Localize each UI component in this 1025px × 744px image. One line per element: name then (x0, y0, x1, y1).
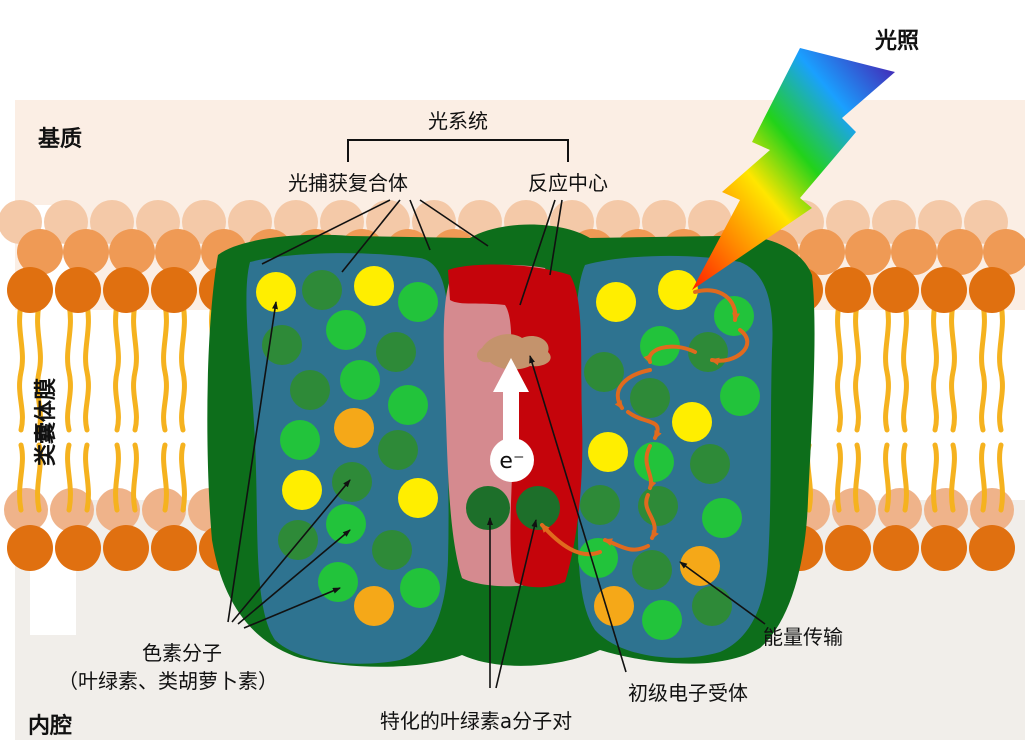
pigment-molecule (326, 310, 366, 350)
lipid-tail (856, 305, 859, 430)
lipid-head (7, 267, 53, 313)
lipid-head (921, 525, 967, 571)
lipid-tail (182, 445, 185, 510)
pigment-molecule (580, 485, 620, 525)
pigment-molecule (632, 550, 672, 590)
stroma-label: 基质 (38, 127, 82, 152)
pigment-molecule (588, 432, 628, 472)
lipid-tail (68, 445, 71, 510)
lipid-head (151, 267, 197, 313)
lipid-head (825, 525, 871, 571)
lipid-head (103, 525, 149, 571)
pigment-molecule (702, 498, 742, 538)
thylakoid-membrane-label: 类囊体膜 (33, 378, 59, 466)
primary-electron-acceptor-label: 初级电子受体 (628, 681, 748, 705)
pigment-molecule (672, 402, 712, 442)
lipid-tail (904, 305, 907, 430)
pigment-molecule (398, 282, 438, 322)
light-harvesting-complex-label: 光捕获复合体 (288, 171, 408, 195)
pigment-molecule (318, 562, 358, 602)
lipid-tail (134, 445, 137, 510)
pigment-molecule (326, 504, 366, 544)
pigment-molecules-label: 色素分子 (142, 641, 222, 665)
lipid-tail (1000, 445, 1003, 510)
pigment-molecule (372, 530, 412, 570)
pigment-molecule (332, 462, 372, 502)
lipid-tail (116, 445, 119, 510)
pigment-molecule (302, 270, 342, 310)
pigment-molecule (376, 332, 416, 372)
lipid-tail (886, 445, 889, 510)
lipid-tail (982, 305, 985, 430)
pigment-molecule (354, 266, 394, 306)
pigment-molecule (282, 470, 322, 510)
pigment-molecule (634, 442, 674, 482)
pigment-examples-label: （叶绿素、类胡萝卜素） (58, 669, 278, 693)
pigment-molecule (354, 586, 394, 626)
lumen-label: 内腔 (28, 713, 72, 739)
lipid-tail (68, 305, 71, 430)
energy-transfer-label: 能量传输 (763, 625, 843, 649)
pigment-molecule (290, 370, 330, 410)
lipid-tail (164, 445, 167, 510)
pigment-molecule (378, 430, 418, 470)
pigment-molecule (690, 444, 730, 484)
electron-label: e⁻ (499, 449, 524, 474)
special-pair-chlorophyll-right (516, 486, 560, 530)
lipid-head-mid (63, 229, 109, 275)
pigment-molecule (630, 378, 670, 418)
lipid-tail (86, 445, 89, 510)
lipid-head (873, 267, 919, 313)
lipid-tail (934, 305, 937, 430)
light-label: 光照 (874, 29, 919, 54)
pigment-molecule (340, 360, 380, 400)
lipid-tail (134, 305, 137, 430)
lipid-tail (20, 445, 23, 510)
lipid-head (969, 525, 1015, 571)
lipid-tail (856, 445, 859, 510)
lipid-head (873, 525, 919, 571)
lipid-tail (904, 445, 907, 510)
pigment-molecule (594, 586, 634, 626)
pigment-molecule (400, 568, 440, 608)
lipid-tail (116, 305, 119, 430)
lipid-head (921, 267, 967, 313)
special-pair-label: 特化的叶绿素a分子对 (380, 709, 572, 733)
pigment-molecule (398, 478, 438, 518)
special-pair-chlorophyll-left (466, 486, 510, 530)
lipid-tail (182, 305, 185, 430)
pigment-molecule (584, 352, 624, 392)
lipid-tail (1000, 305, 1003, 430)
lipid-head (969, 267, 1015, 313)
lipid-tail (952, 305, 955, 430)
pigment-molecule (642, 600, 682, 640)
lipid-tail (886, 305, 889, 430)
pigment-molecule (334, 408, 374, 448)
pigment-molecule (692, 586, 732, 626)
pigment-molecule (720, 376, 760, 416)
lipid-head (55, 267, 101, 313)
lipid-tail (86, 305, 89, 430)
pigment-molecule (280, 420, 320, 460)
lipid-head (103, 267, 149, 313)
lipid-tail (952, 445, 955, 510)
lipid-head (151, 525, 197, 571)
lipid-tail (838, 445, 841, 510)
lipid-tail (20, 305, 23, 430)
lipid-head (55, 525, 101, 571)
lipid-head (7, 525, 53, 571)
reaction-center-label: 反应中心 (528, 171, 608, 195)
photosystem-label: 光系统 (428, 109, 488, 133)
lipid-head (825, 267, 871, 313)
lipid-tail (982, 445, 985, 510)
lipid-tail (164, 305, 167, 430)
lipid-tail (838, 305, 841, 430)
lipid-tail (934, 445, 937, 510)
pigment-molecule (638, 486, 678, 526)
pigment-molecule (388, 385, 428, 425)
pigment-molecule (596, 282, 636, 322)
